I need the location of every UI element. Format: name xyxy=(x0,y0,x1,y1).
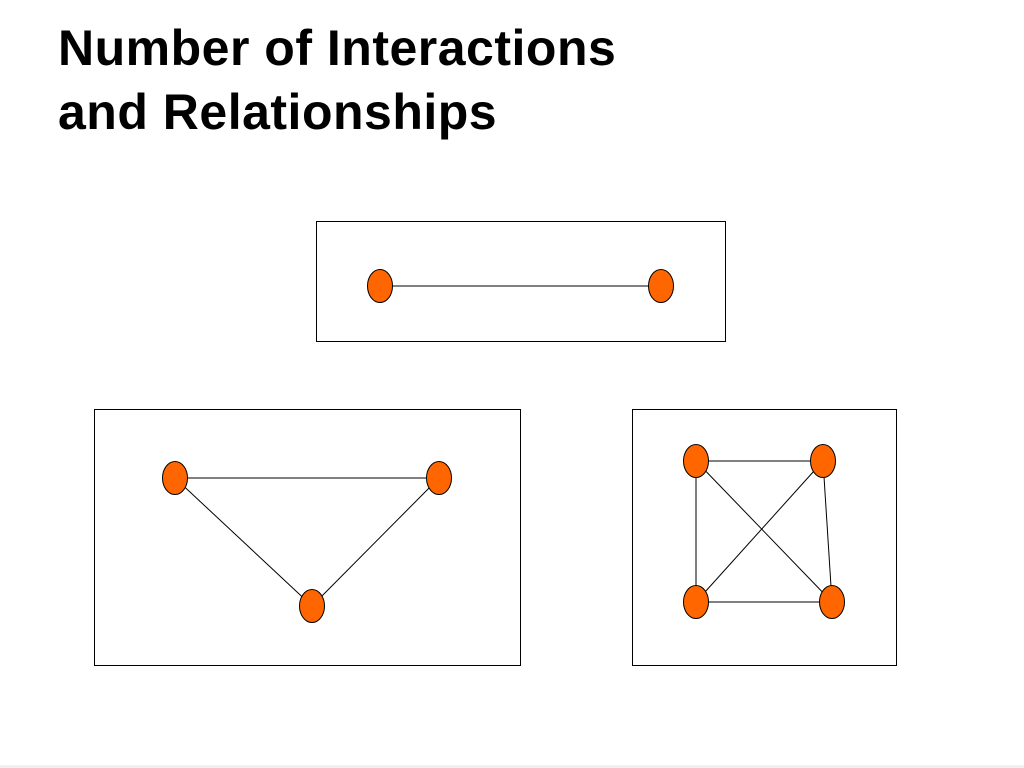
title-line-2: and Relationships xyxy=(58,84,498,140)
node-b xyxy=(648,269,674,303)
node-a xyxy=(162,461,188,495)
title-line-1: Number of Interactions xyxy=(58,20,617,76)
two-node-diagram xyxy=(316,221,726,342)
three-node-diagram xyxy=(94,409,521,666)
node-a xyxy=(367,269,393,303)
edge-a-c xyxy=(174,477,313,607)
node-c xyxy=(299,589,325,623)
four-node-diagram xyxy=(632,409,897,666)
node-b xyxy=(810,444,836,478)
page-title: Number of Interactions and Relationships xyxy=(58,16,616,144)
node-c xyxy=(683,585,709,619)
edge-b-c xyxy=(311,477,440,607)
four-node-diagram-panel xyxy=(632,409,897,666)
node-d xyxy=(819,585,845,619)
node-a xyxy=(683,444,709,478)
edge-b-c xyxy=(695,460,824,603)
edge-b-d xyxy=(822,460,833,603)
node-b xyxy=(426,461,452,495)
three-node-diagram-panel xyxy=(94,409,521,666)
edge-a-d xyxy=(695,460,833,603)
bottom-divider xyxy=(0,765,1024,768)
